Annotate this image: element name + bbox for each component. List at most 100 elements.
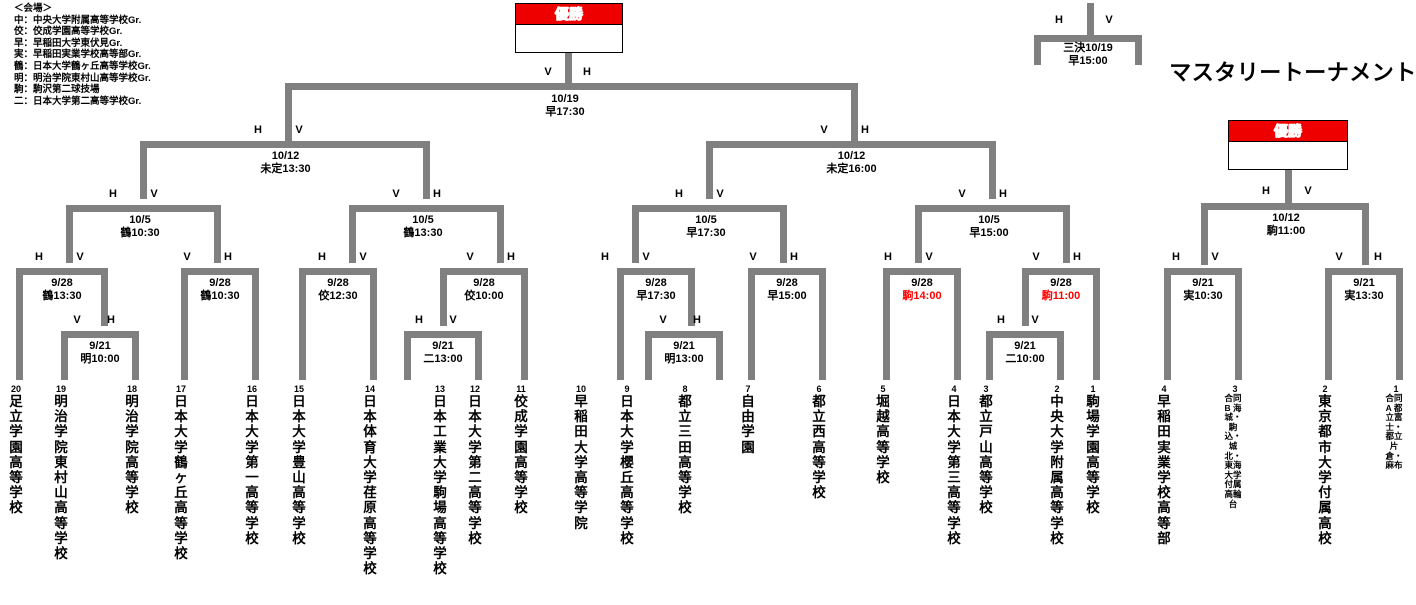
match-venue-time: 佼12:30 (318, 289, 358, 302)
semifinal-2-left-vh-label: V (820, 124, 828, 136)
connector-third-place-stem (1087, 3, 1094, 35)
match-quarterfinal-3: 10/5 早17:30 (650, 214, 762, 239)
venue-legend-item: 鶴：日本大学鶴ヶ丘高等学校Gr. (14, 60, 151, 72)
match-date: 10/19 (551, 93, 579, 105)
connector-round2-1-bar (16, 268, 108, 275)
champion-label: 優勝 (1229, 121, 1347, 142)
team-name: 都立戸山高等学校 (979, 394, 993, 516)
match-date: 9/21 (1353, 277, 1375, 289)
connector-quarterfinal-3-stem (706, 141, 713, 199)
connector-round2-1-leg-left (16, 268, 23, 380)
connector-round2-4-leg-right (521, 268, 528, 380)
match-venue-time: 鶴10:30 (200, 289, 240, 302)
seed-number: 2 (1054, 384, 1060, 394)
match-venue-time: 未定13:30 (260, 162, 311, 175)
connector-round1-3-stem (688, 268, 695, 326)
match-venue-time: 鶴13:30 (403, 226, 443, 239)
quarterfinal-3-left-vh-label: H (675, 188, 683, 200)
team-name: 日本大学第一高等学校 (245, 394, 259, 546)
mastery-semifinal-1-left-vh-label: H (1172, 251, 1180, 263)
match-date: 9/28 (776, 277, 798, 289)
venue-legend-item: 実：早稲田実業学校高等部Gr. (14, 49, 142, 61)
connector-mastery-semifinal-2-leg-left (1325, 268, 1332, 380)
team-name: 合同A 都立富士・都立片倉・麻布 (1385, 393, 1403, 471)
mastery-final-right-vh-label: V (1304, 185, 1312, 197)
team-name: 東京都市大学付属高校 (1318, 394, 1332, 546)
match-venue-time: 駒14:00 (902, 289, 942, 302)
connector-round1-1-bar (61, 331, 139, 338)
seed-number: 7 (745, 384, 751, 394)
match-date: 10/5 (412, 214, 434, 226)
match-venue-time: 佼10:00 (464, 289, 504, 302)
seed-number: 10 (575, 384, 586, 394)
connector-semifinal-1-stem (285, 83, 292, 141)
connector-round2-6-bar (748, 268, 826, 275)
connector-round1-4-leg-left (986, 331, 993, 380)
third-place-left-vh-label: H (1055, 14, 1063, 26)
seed-number: 3 (1232, 384, 1238, 394)
match-quarterfinal-2: 10/5 鶴13:30 (367, 214, 479, 239)
match-quarterfinal-4: 10/5 早15:00 (933, 214, 1045, 239)
connector-round2-5-stem (632, 205, 639, 263)
round1-2-right-vh-label: V (449, 314, 457, 326)
venue-legend-item: 駒：駒沢第二球技場 (14, 84, 100, 96)
match-venue-time: 鶴13:30 (42, 289, 82, 302)
connector-final-bar (285, 83, 858, 90)
match-round2-6: 9/28 早15:00 (737, 277, 837, 302)
mastery-semifinal-1-right-vh-label: V (1211, 251, 1219, 263)
match-venue-time: 駒11:00 (1041, 289, 1081, 302)
match-venue-time: 早17:30 (545, 105, 585, 118)
team-name: 日本大学豊山高等学校 (292, 394, 306, 546)
connector-third-place-leg-left (1034, 35, 1041, 65)
match-venue-time: 早15:00 (969, 226, 1009, 239)
connector-round1-1-leg-right (132, 331, 139, 380)
connector-quarterfinal-2-bar (349, 205, 497, 212)
connector-mastery-semifinal-1-bar (1164, 268, 1242, 275)
seed-number: 2 (1322, 384, 1328, 394)
round2-6-right-vh-label: H (790, 251, 798, 263)
match-date: 9/28 (209, 277, 231, 289)
connector-quarterfinal-2-stem (423, 141, 430, 199)
match-venue-time: 未定16:00 (826, 162, 877, 175)
connector-round2-7-bar (883, 268, 961, 275)
quarterfinal-2-left-vh-label: V (392, 188, 400, 200)
match-date: 10/12 (837, 150, 866, 162)
champion-label: 優勝 (516, 4, 622, 25)
match-final: 10/19 早17:30 (505, 93, 625, 118)
connector-round1-3-leg-right (716, 331, 723, 380)
mastery-semifinal-2-left-vh-label: V (1335, 251, 1343, 263)
connector-round2-7-leg-left (883, 268, 890, 380)
match-date: 9/21 (1014, 340, 1036, 352)
match-round1-3: 9/21 明13:00 (634, 340, 734, 365)
connector-round2-6-leg-left (748, 268, 755, 380)
round1-1-left-vh-label: V (73, 314, 81, 326)
match-date: 9/28 (645, 277, 667, 289)
match-date: 9/28 (327, 277, 349, 289)
connector-quarterfinal-4-bar (915, 205, 1063, 212)
final-right-vh-label: H (583, 66, 591, 78)
mastery-tournament-title: マスタリートーナメント (1169, 60, 1416, 85)
match-date: 9/28 (911, 277, 933, 289)
connector-round1-2-stem (440, 268, 447, 326)
seed-number: 16 (246, 384, 257, 394)
connector-mastery-semifinal-2-bar (1325, 268, 1403, 275)
connector-round1-4-stem (1022, 268, 1029, 326)
seed-number: 1 (1090, 384, 1096, 394)
match-date: 9/21 (432, 340, 454, 352)
connector-mastery-semifinal-1-leg-right (1235, 268, 1242, 380)
match-mastery-semifinal-1: 9/21 実10:30 (1153, 277, 1253, 302)
match-round2-2: 9/28 鶴10:30 (170, 277, 270, 302)
match-round2-7: 9/28 駒14:00 (872, 277, 972, 302)
match-mastery-semifinal-2: 9/21 実13:30 (1314, 277, 1414, 302)
round2-1-left-vh-label: H (35, 251, 43, 263)
round2-6-left-vh-label: V (749, 251, 757, 263)
connector-mastery-semifinal-2-leg-right (1396, 268, 1403, 380)
match-venue-time: 駒11:00 (1266, 224, 1306, 237)
connector-round2-7-stem (915, 205, 922, 263)
team-name: 日本大学第三高等学校 (947, 394, 961, 546)
connector-semifinal-2-bar (706, 141, 996, 148)
round2-4-left-vh-label: V (466, 251, 474, 263)
round1-3-left-vh-label: V (659, 314, 667, 326)
match-venue-time: 早15:00 (1068, 54, 1108, 67)
team-name: 都立三田高等学校 (678, 394, 692, 516)
